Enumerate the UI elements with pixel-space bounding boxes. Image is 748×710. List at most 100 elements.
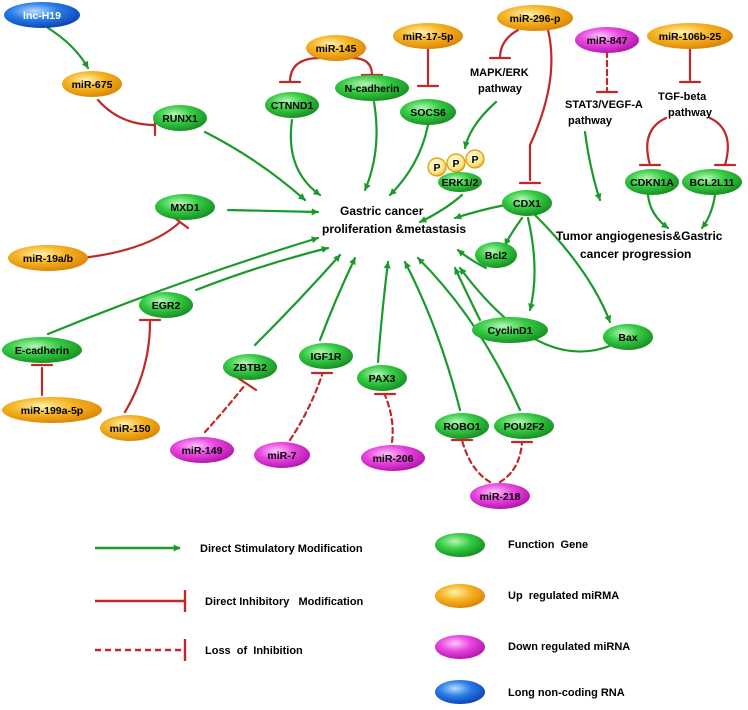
center-label-line1: Gastric cancer (340, 204, 424, 218)
node-label-socs6: SOCS6 (410, 107, 446, 119)
node-label-n-cadherin: N-cadherin (345, 83, 400, 95)
node-shape-mir-199a-5p (2, 397, 102, 423)
node-label-cdkn1a: CDKN1A (630, 177, 674, 189)
legend-func-swatch (435, 533, 485, 557)
node-bcl2: Bcl2 (475, 242, 517, 268)
legend-up-swatch (435, 584, 485, 608)
node-mir-675: miR-675 (62, 71, 122, 97)
edge-lnch19-mir675 (46, 26, 90, 70)
node-shape-mir-19ab (8, 245, 88, 271)
node-bcl2l11: BCL2L11 (682, 169, 742, 195)
tbar-zbtb2 (236, 376, 258, 392)
node-shape-mir-296-p (497, 5, 573, 31)
node-shape-cyclind1 (472, 317, 548, 343)
node-mir-17-5p: miR-17-5p (393, 23, 463, 49)
node-label-mir-7: miR-7 (267, 450, 296, 462)
legend-inhib-label: Direct Inhibitory Modification (205, 596, 364, 608)
edge-cdkn1a-angio (646, 193, 670, 230)
edge-mir150-egr2 (123, 320, 152, 414)
node-label-mir-106b-25: miR-106b-25 (659, 31, 722, 43)
edge-mxd1-center (226, 208, 320, 216)
stat3-pathway-line2: pathway (568, 115, 613, 127)
node-label-egr2: EGR2 (152, 300, 181, 312)
node-shape-n-cadherin (335, 75, 409, 101)
node-shape-robo1 (435, 413, 489, 439)
phospho-p2: P (452, 158, 459, 170)
edge-mir218-pou2f2 (498, 440, 524, 484)
node-cyclind1: CyclinD1 (472, 317, 548, 343)
node-lnc-h19: lnc-H19 (4, 2, 80, 28)
edge-mir19-mxd1 (80, 220, 182, 260)
node-bax: Bax (603, 324, 653, 350)
edge-cdx1-bax (533, 213, 612, 324)
node-mir-199a-5p: miR-199a-5p (2, 397, 102, 423)
node-igf1r: IGF1R (299, 343, 353, 369)
edge-cdx1-center (453, 203, 507, 220)
node-shape-pou2f2 (494, 413, 554, 439)
node-label-robo1: ROBO1 (443, 421, 481, 433)
edge-tgf-bcl2l11 (708, 116, 729, 167)
angio-label-line1: Tumor angiogenesis&Gastric (556, 229, 723, 243)
node-shape-ctnnd1 (265, 92, 319, 118)
edge-ecadherin-center (46, 236, 320, 336)
node-label-mir-145: miR-145 (316, 43, 357, 55)
node-label-mir-149: miR-149 (182, 445, 223, 457)
node-shape-mxd1 (155, 194, 215, 220)
edge-stat3-angio (583, 130, 602, 202)
node-shape-cdkn1a (625, 169, 679, 195)
node-shape-mir-149 (170, 437, 234, 463)
node-shape-pax3 (357, 365, 407, 391)
edge-bcl2l11-angio (700, 193, 717, 230)
node-socs6: SOCS6 (400, 99, 456, 125)
node-robo1: ROBO1 (435, 413, 489, 439)
node-label-bax: Bax (618, 332, 637, 344)
node-shape-erk12 (438, 172, 482, 192)
edge-bcl2-center (456, 248, 488, 270)
node-label-mir-199a-5p: miR-199a-5p (21, 405, 83, 417)
legend-func-label: Function Gene (508, 539, 588, 551)
edge-mir7-igf1r (288, 373, 324, 442)
node-label-mxd1: MXD1 (170, 202, 199, 214)
node-label-erk12: ERK1/2 (442, 177, 479, 189)
node-label-mir-847: miR-847 (587, 35, 628, 47)
edge-bax-center (458, 266, 614, 353)
edge-mir145-ctnnd1 (288, 56, 322, 84)
node-mir-145: miR-145 (306, 35, 366, 61)
node-shape-mir-206 (361, 445, 425, 471)
node-cdx1: CDX1 (502, 190, 552, 216)
node-shape-mir-145 (306, 35, 366, 61)
node-mir-847: miR-847 (575, 27, 639, 53)
center-label-line2: proliferation &metastasis (322, 222, 466, 236)
angio-label-line2: cancer progression (580, 247, 691, 261)
edge-ctnnd1-center (289, 118, 322, 197)
edge-egr2-center (194, 246, 330, 292)
node-label-zbtb2: ZBTB2 (233, 362, 267, 374)
edge-mir145-ncadherin (350, 56, 374, 77)
node-shape-socs6 (400, 99, 456, 125)
edge-runx1-center (203, 130, 307, 202)
node-erk12: ERK1/2 (438, 172, 482, 192)
legend-stim-label: Direct Stimulatory Modification (200, 543, 363, 555)
edge-socs6-center (388, 123, 430, 197)
node-label-cdx1: CDX1 (513, 198, 541, 210)
node-shape-mir-675 (62, 71, 122, 97)
edge-zbtb2-center (253, 253, 342, 347)
edge-mapk-erk (462, 100, 498, 150)
node-shape-zbtb2 (223, 354, 277, 380)
node-label-mir-150: miR-150 (110, 423, 151, 435)
legend-loss-label: Loss of Inhibition (205, 645, 303, 657)
node-label-ctnnd1: CTNND1 (271, 100, 314, 112)
node-shape-mir-150 (100, 415, 160, 441)
mapk-pathway-line1: MAPK/ERK (470, 67, 529, 79)
node-shape-bcl2l11 (682, 169, 742, 195)
node-n-cadherin: N-cadherin (335, 75, 409, 101)
node-e-cadherin: E-cadherin (2, 337, 82, 363)
node-shape-bcl2 (475, 242, 517, 268)
edge-igf1r-center (318, 256, 357, 342)
node-zbtb2: ZBTB2 (223, 354, 277, 380)
node-label-bcl2: Bcl2 (485, 250, 507, 262)
node-label-igf1r: IGF1R (311, 351, 342, 363)
edge-cyclind1-center (453, 266, 482, 322)
tgf-pathway-line2: pathway (668, 107, 713, 119)
legend-down-label: Down regulated miRNA (508, 641, 630, 653)
